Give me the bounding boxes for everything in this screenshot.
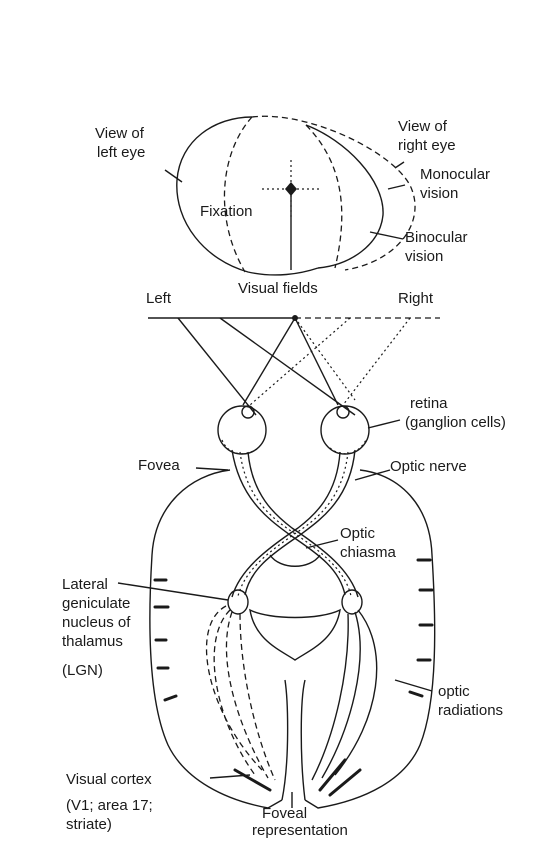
label-retina-line2: (ganglion cells)	[405, 414, 506, 431]
label-view-left-eye-line1: View of	[95, 125, 144, 142]
right-eyeball	[321, 406, 369, 454]
label-visual-cortex-line3: striate)	[66, 816, 112, 833]
binocular-region-left	[224, 117, 252, 272]
label-optic-radiations-line2: radiations	[438, 702, 503, 719]
label-retina-line1: retina	[410, 395, 448, 412]
left-eyeball	[218, 406, 266, 454]
lgn-nuclei	[228, 590, 362, 614]
label-lgn-line3: nucleus of	[62, 614, 130, 631]
label-left: Left	[146, 290, 171, 307]
optic-radiation-fibers	[207, 606, 377, 795]
label-view-right-eye-line2: right eye	[398, 137, 456, 154]
label-binocular-line2: vision	[405, 248, 443, 265]
left-eye-field-outline	[177, 117, 318, 275]
brain-outline	[150, 470, 435, 808]
label-optic-nerve: Optic nerve	[390, 458, 467, 475]
label-visual-cortex-line2: (V1; area 17;	[66, 797, 153, 814]
label-monocular-line2: vision	[420, 185, 458, 202]
label-lgn-line5: (LGN)	[62, 662, 103, 679]
label-optic-chiasma-line2: chiasma	[340, 544, 396, 561]
label-optic-radiations-line1: optic	[438, 683, 470, 700]
light-rays	[178, 318, 410, 415]
pointer-fovea	[196, 468, 228, 470]
pointer-lgn	[118, 583, 228, 600]
pointer-retina	[368, 420, 400, 428]
label-foveal-line1: Foveal	[262, 805, 307, 822]
label-right: Right	[398, 290, 433, 307]
label-view-right-eye-line1: View of	[398, 118, 447, 135]
visual-field-figure	[177, 116, 415, 275]
pointer-optic-radiations	[395, 680, 432, 691]
optic-pathway	[232, 450, 358, 597]
label-view-left-eye-line2: left eye	[97, 144, 145, 161]
pointer-optic-nerve	[355, 470, 390, 480]
label-visual-fields: Visual fields	[238, 280, 318, 297]
label-lgn-line4: thalamus	[62, 633, 123, 650]
pointer-monocular	[388, 185, 405, 189]
label-lgn-line2: geniculate	[62, 595, 130, 612]
label-monocular-line1: Monocular	[420, 166, 490, 183]
right-field-top-dash	[306, 125, 342, 268]
fixation-point-marker	[285, 182, 297, 196]
label-foveal-line2: representation	[252, 822, 348, 839]
label-fixation: Fixation	[200, 203, 253, 220]
pointer-right-eye	[395, 162, 404, 168]
label-fovea: Fovea	[138, 457, 180, 474]
pointer-left-eye	[165, 170, 182, 182]
binocular-region-right	[306, 125, 383, 268]
label-binocular-line1: Binocular	[405, 229, 468, 246]
label-optic-chiasma-line1: Optic	[340, 525, 375, 542]
label-lgn-line1: Lateral	[62, 576, 108, 593]
label-visual-cortex-line1: Visual cortex	[66, 771, 152, 788]
